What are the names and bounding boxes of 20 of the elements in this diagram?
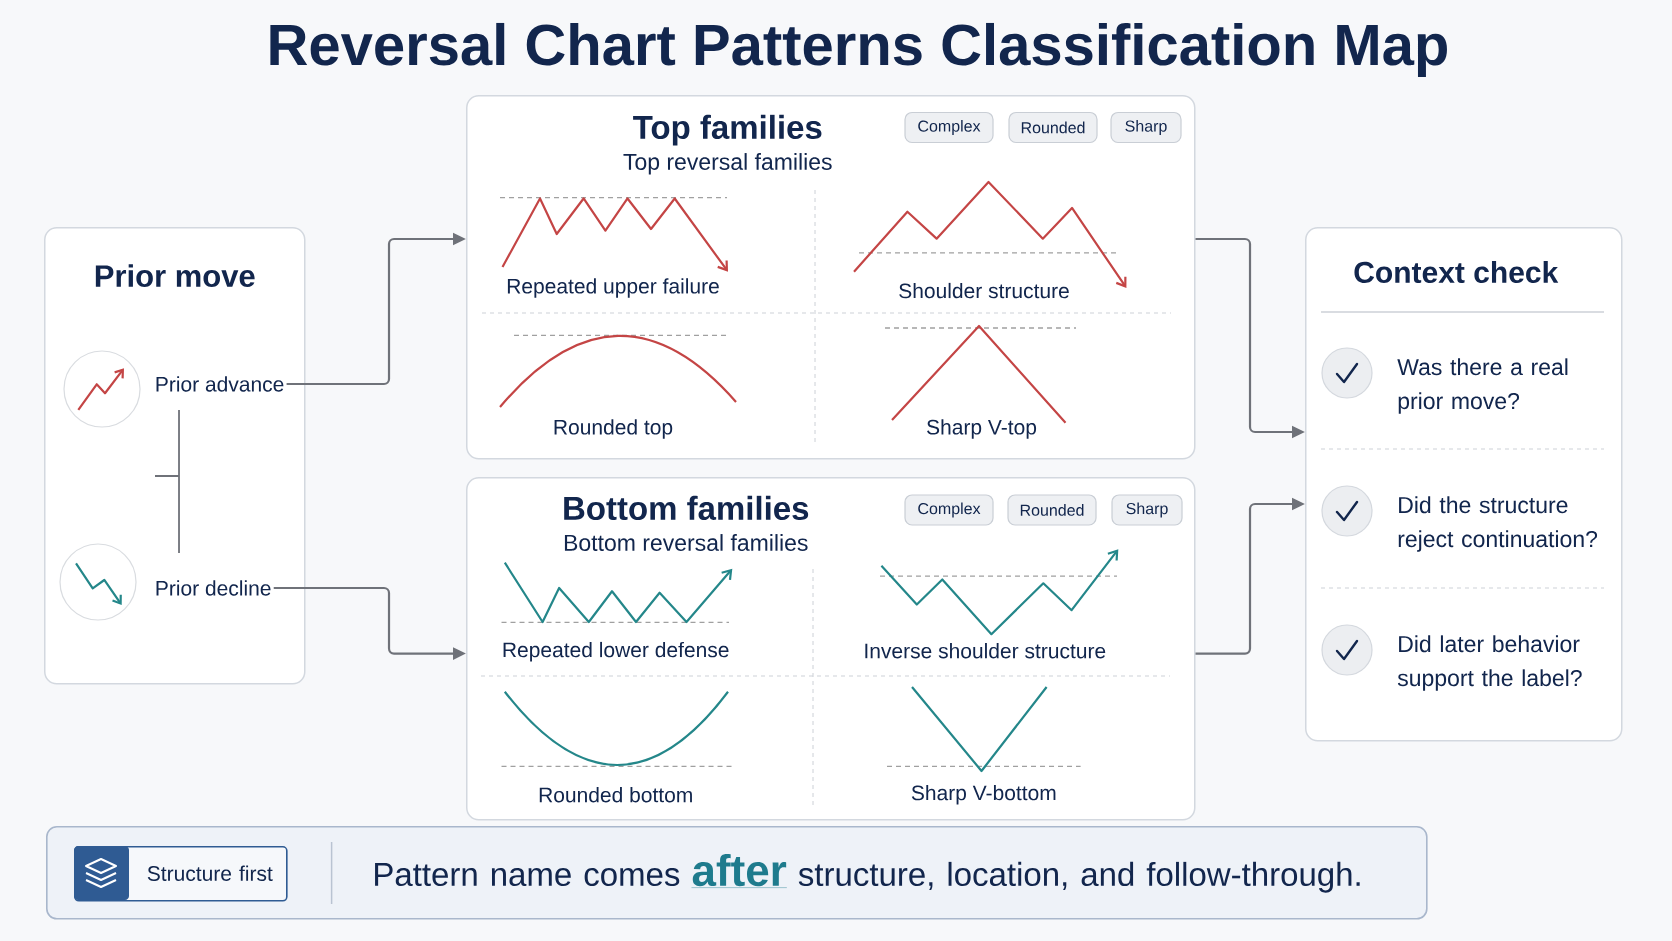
item-label: Prior advance — [156, 376, 284, 392]
pattern-name: Sharp V-top — [927, 419, 1037, 439]
pattern-name: Rounded bottom — [539, 787, 692, 803]
pattern-name: Repeated lower defense — [503, 641, 729, 662]
tag: Sharp — [1110, 111, 1182, 144]
title: Reversal Chart Patterns Classification Map — [270, 22, 1447, 77]
tag: Sharp — [1111, 494, 1183, 526]
tag: Complex — [904, 494, 994, 526]
item-label: Prior decline — [156, 580, 271, 596]
checklist-item: Did later behavior support the label? — [1397, 635, 1582, 691]
tag: Complex — [904, 111, 994, 144]
pattern-name: Rounded top — [554, 419, 673, 439]
pattern-name: Sharp V-bottom — [911, 784, 1056, 805]
pattern-name: Repeated upper failure — [507, 278, 719, 298]
pattern-name: Inverse shoulder structure — [865, 643, 1106, 659]
checklist-item: Was there a real prior move? — [1397, 358, 1568, 414]
pattern-name: Shoulder structure — [899, 282, 1069, 299]
tag: Rounded — [1008, 111, 1098, 144]
tag: Rounded — [1007, 494, 1097, 526]
checklist-item: Did the structure reject continuation? — [1398, 496, 1598, 552]
